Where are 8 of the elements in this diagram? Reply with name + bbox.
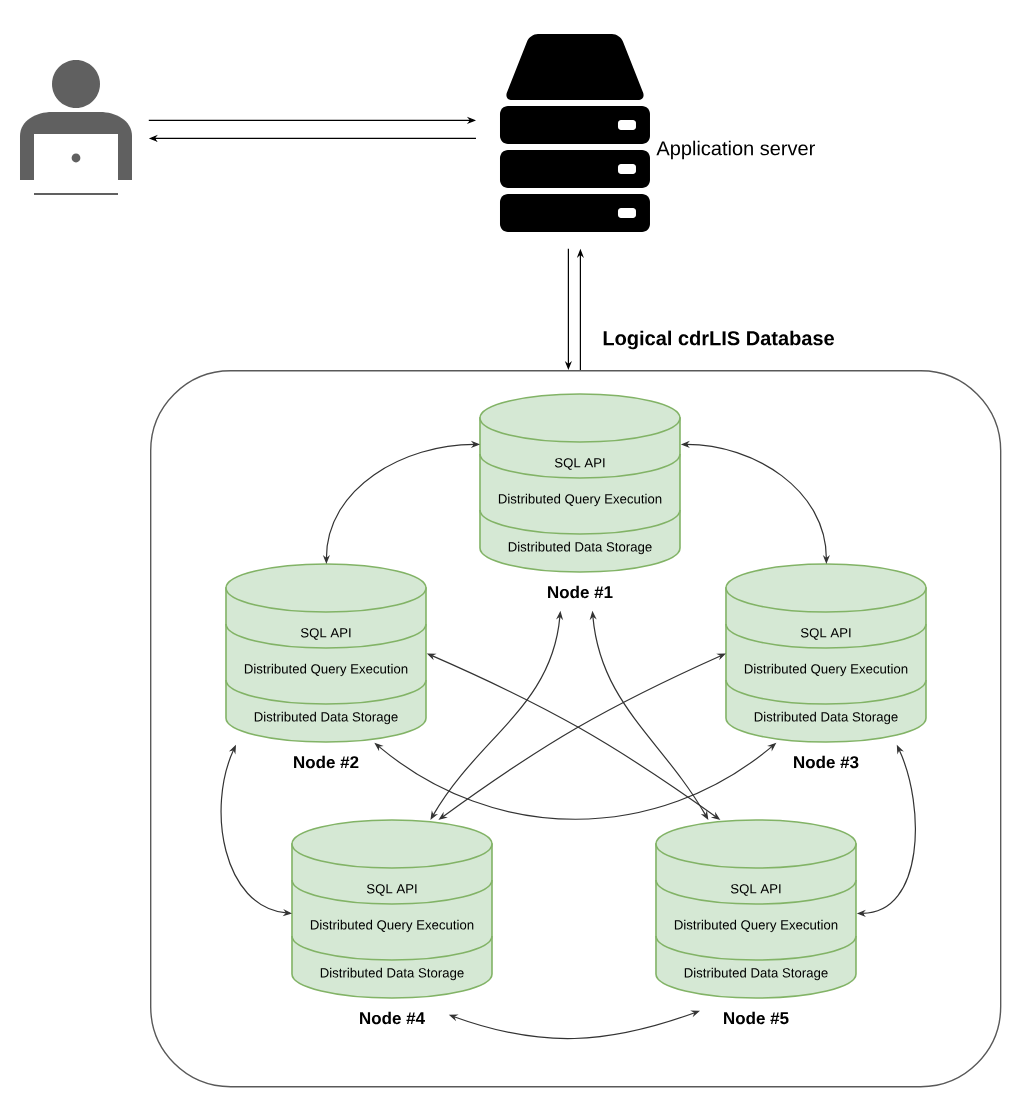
person-icon: [20, 60, 132, 195]
node-label: Node #4: [360, 1011, 425, 1025]
server-label: Application server: [656, 140, 815, 160]
node-label: Node #1: [548, 585, 613, 599]
node-label: Node #3: [794, 755, 859, 769]
node-label: Node #5: [724, 1011, 789, 1025]
node-label: Node #2: [294, 755, 359, 769]
cluster-heading: Logical cdrLIS Database: [603, 330, 834, 350]
